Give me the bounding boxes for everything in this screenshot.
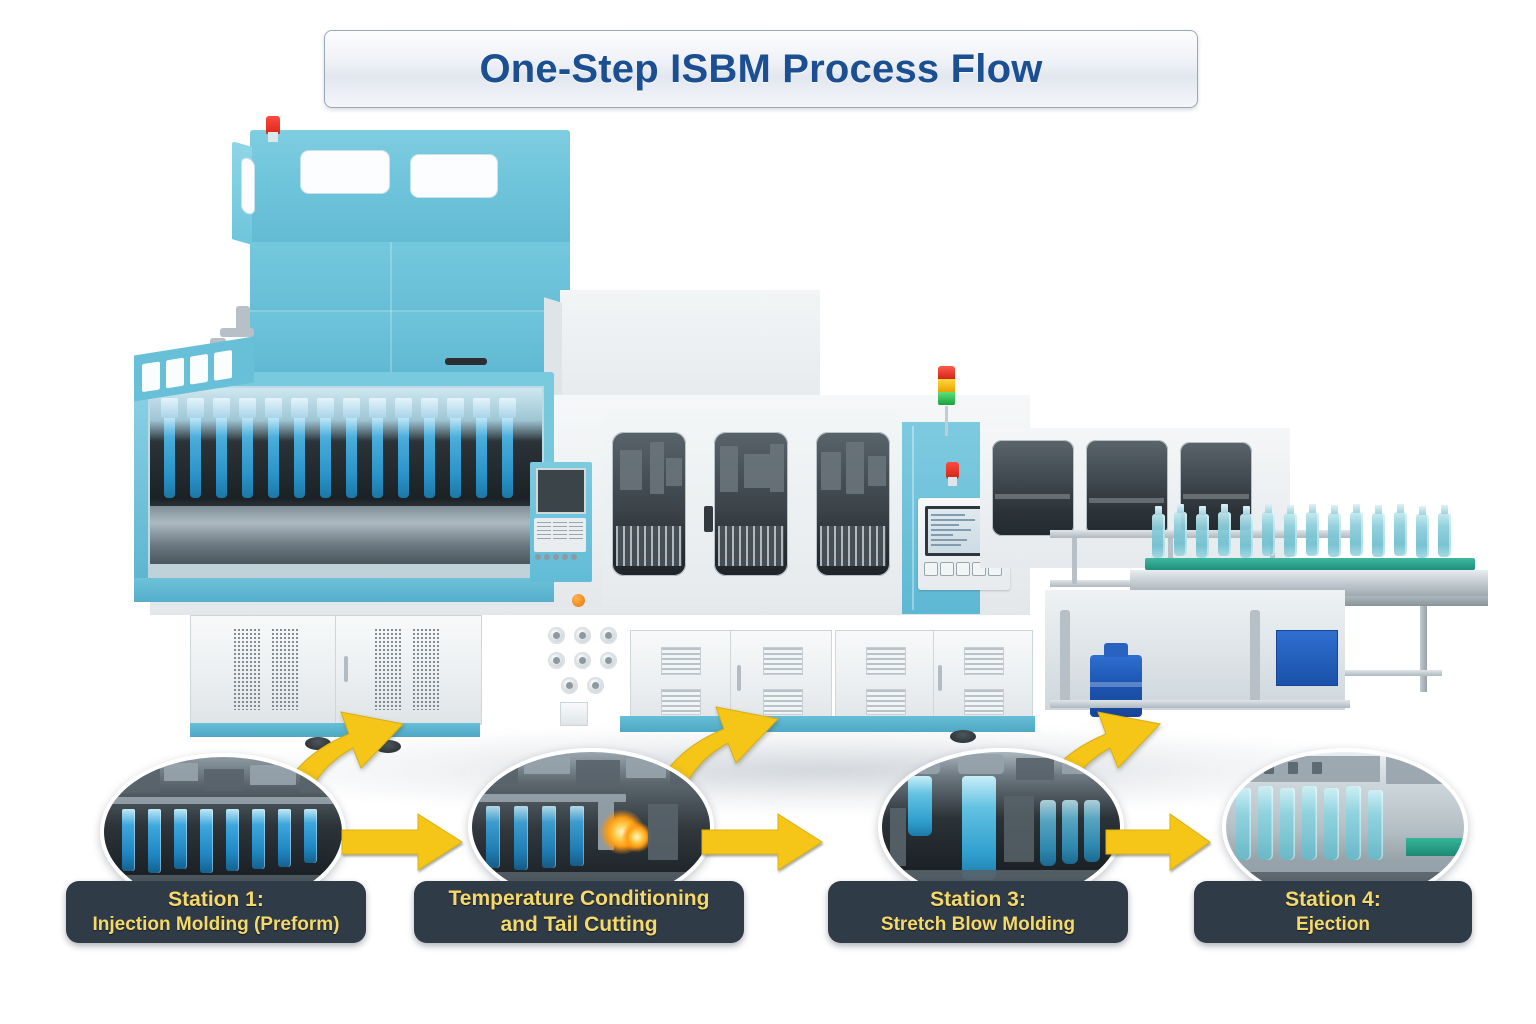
drum-cap — [1104, 643, 1128, 657]
station-2-label: Temperature Conditioning and Tail Cuttin… — [414, 881, 744, 943]
stack-light-icon — [938, 366, 955, 406]
tower-window — [410, 154, 498, 198]
conveyor-belt — [1145, 558, 1475, 570]
station-3-title: Station 3: — [930, 888, 1026, 911]
cabinet-door[interactable] — [730, 630, 832, 728]
station-4-subtitle: Ejection — [1296, 914, 1370, 935]
page-title: One-Step ISBM Process Flow — [479, 46, 1043, 91]
cabinet-door[interactable] — [933, 630, 1033, 728]
viewing-window — [612, 432, 686, 576]
machine-base-plinth — [190, 723, 480, 737]
support-post — [1072, 538, 1077, 584]
viewing-window — [714, 432, 788, 576]
arrow-3-to-4 — [1105, 813, 1211, 871]
station-3-subtitle: Stretch Blow Molding — [880, 914, 1076, 935]
gauge-icon — [548, 652, 565, 669]
cabinet-door[interactable] — [335, 615, 482, 725]
service-socket[interactable] — [560, 702, 588, 726]
control-panel-keypad[interactable] — [534, 518, 586, 607]
beacon-light-icon — [266, 116, 280, 142]
enclosure-frame — [134, 372, 148, 578]
heater-glow — [622, 822, 652, 852]
station-4-title: Station 4: — [1285, 888, 1381, 911]
machine-tower-lower — [250, 312, 570, 378]
gauge-icon — [600, 627, 617, 644]
blue-control-box — [1276, 630, 1338, 686]
support-post — [1060, 610, 1070, 702]
enclosure-base — [134, 578, 554, 602]
station-2-subtitle: and Tail Cutting — [500, 913, 658, 936]
door-handle[interactable] — [704, 506, 713, 532]
tower-window — [300, 150, 390, 194]
gauge-icon — [561, 677, 578, 694]
gauge-icon — [600, 652, 617, 669]
panel-seam — [250, 310, 570, 312]
injection-unit-enclosure — [134, 372, 554, 602]
machine-upper-housing — [560, 290, 820, 398]
arrow-1-to-2 — [341, 813, 463, 871]
enclosure-rail — [148, 564, 540, 578]
conveyor-leg — [1420, 606, 1427, 692]
stack-light-pole — [945, 406, 948, 436]
viewing-window — [992, 440, 1074, 536]
machine-foot — [950, 730, 976, 743]
gauge-icon — [587, 677, 604, 694]
control-panel-screen — [536, 468, 586, 514]
station-1-subtitle: Injection Molding (Preform) — [92, 914, 340, 935]
panel-seam — [390, 242, 392, 312]
gauge-icon — [574, 652, 591, 669]
cabinet-door[interactable] — [630, 630, 732, 728]
machine-photo — [90, 110, 1490, 815]
pipe-fitting — [220, 328, 254, 337]
process-section-housing — [602, 410, 902, 606]
indicator-lamp-row — [535, 554, 579, 562]
station-4-label: Station 4: Ejection — [1194, 881, 1472, 943]
station-1-label: Station 1: Injection Molding (Preform) — [66, 881, 366, 943]
rotary-plate — [150, 506, 542, 566]
tower-side-window — [241, 155, 255, 217]
control-panel[interactable] — [530, 462, 592, 607]
tower-door-handle[interactable] — [445, 358, 487, 365]
pipe-fitting — [236, 306, 250, 332]
panel-seam — [390, 312, 392, 378]
arrow-2-to-3 — [701, 813, 823, 871]
title-banner: One-Step ISBM Process Flow — [324, 30, 1198, 108]
support-post — [1250, 610, 1260, 702]
station-3-label: Station 3: Stretch Blow Molding — [828, 881, 1128, 943]
beacon-light-icon — [946, 462, 959, 486]
station-1-title: Station 1: — [168, 888, 264, 911]
cabinet-door[interactable] — [835, 630, 935, 728]
gauge-icon — [574, 627, 591, 644]
injection-unit-interior — [148, 386, 544, 568]
station-2-title: Temperature Conditioning — [448, 887, 710, 910]
hmi-screen — [925, 506, 987, 556]
viewing-window — [816, 432, 890, 576]
machine-tower-top — [250, 130, 570, 242]
machine-tower-mid — [250, 242, 570, 312]
drum-band — [1090, 682, 1142, 687]
machine-frame-bar — [1050, 700, 1350, 708]
emergency-stop-button[interactable] — [572, 594, 585, 607]
gauge-icon — [548, 627, 565, 644]
